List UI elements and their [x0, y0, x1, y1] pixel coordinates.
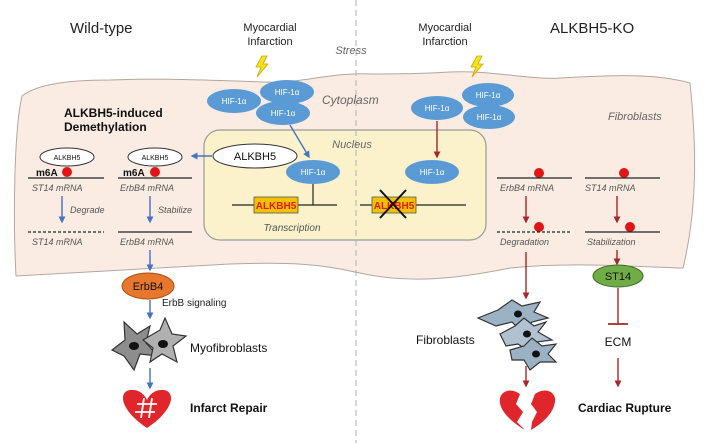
hif-ellipse [260, 80, 314, 104]
hif-nuclear-left [286, 160, 340, 184]
m6a-label: m6A [36, 168, 58, 179]
alkbh5-protein-oval [212, 143, 298, 169]
cytoplasm-label: Cytoplasm [322, 93, 379, 107]
knockout-cross-icon [379, 189, 407, 219]
cardiac-rupture-label: Cardiac Rupture [578, 401, 672, 415]
transcription-label: Transcription [263, 223, 320, 234]
myofibroblasts-label: Myofibroblasts [190, 341, 267, 355]
erbb-signaling-label: ErbB signaling [162, 298, 226, 309]
alkbh5-small-oval [39, 147, 95, 167]
st14-mrna-right-label: ST14 mRNA [585, 183, 636, 193]
st14-mrna-label: ST14 mRNA [32, 183, 83, 193]
hif-label: HIF-1α [222, 97, 247, 106]
alkbh5-gene-label-left: ALKBH5 [256, 201, 297, 212]
mi-label-right-line2: Infarction [422, 36, 467, 48]
m6a-dot [534, 168, 544, 178]
m6a-dot [62, 167, 72, 177]
m6a-dot [150, 167, 160, 177]
hif-label: HIF-1α [301, 168, 326, 177]
hif-label: HIF-1α [425, 104, 450, 113]
m6a-label: m6A [123, 168, 145, 179]
nucleus-label: Nucleus [332, 139, 372, 151]
alkbh5-gene-box-left [253, 196, 299, 214]
demethylation-title-line1: ALKBH5-induced [64, 106, 163, 120]
hif-ellipse [256, 101, 310, 125]
stabilization-label: Stabilization [587, 237, 636, 247]
repaired-heart-icon [122, 389, 172, 428]
alkbh5-ko-header: ALKBH5-KO [550, 20, 634, 37]
hif-label: HIF-1α [476, 91, 501, 100]
m6a-dot [619, 168, 629, 178]
wild-type-header: Wild-type [70, 20, 133, 37]
fibroblasts-cell-label: Fibroblasts [608, 111, 662, 123]
hif-ellipse [462, 83, 514, 107]
hif-ellipse [411, 96, 463, 120]
erbb4-mrna-after-label: ErbB4 mRNA [120, 237, 174, 247]
hif-cluster-right: HIF-1α HIF-1α HIF-1α [411, 83, 515, 129]
erbb4-mrna-right-label: ErbB4 mRNA [500, 183, 554, 193]
hif-label: HIF-1α [275, 88, 300, 97]
m6a-dot [534, 222, 544, 232]
hif-cluster-left: HIF-1α HIF-1α HIF-1α [207, 80, 314, 125]
arrow-hif-to-nucleus-left [289, 124, 310, 159]
erbb4-mrna-label: ErbB4 mRNA [120, 183, 174, 193]
lightning-bolt-icon [470, 55, 484, 78]
degradation-label: Degradation [500, 237, 549, 247]
alkbh5-small-label: ALKBH5 [54, 155, 81, 162]
myofibroblast-cells-icon [110, 316, 188, 372]
mi-label-left-line1: Myocardial [243, 22, 296, 34]
degrade-label: Degrade [70, 205, 105, 215]
erbb4-protein [121, 272, 175, 300]
infarct-repair-label: Infarct Repair [190, 401, 268, 415]
stabilize-label: Stabilize [158, 205, 192, 215]
alkbh5-small-oval [127, 147, 183, 167]
st14-mrna-after-label: ST14 mRNA [32, 237, 83, 247]
broken-heart-icon [499, 390, 556, 430]
m6a-dot [625, 222, 635, 232]
st14-protein-label: ST14 [605, 271, 631, 283]
ecm-label: ECM [605, 335, 632, 349]
hif-label: HIF-1α [271, 109, 296, 118]
demethylation-title-line2: Demethylation [64, 120, 147, 134]
fibroblasts-label: Fibroblasts [416, 333, 475, 347]
lightning-bolt-icon [255, 55, 269, 78]
hif-label: HIF-1α [477, 113, 502, 122]
mi-label-left-line2: Infarction [247, 36, 292, 48]
alkbh5-small-label: ALKBH5 [142, 155, 169, 162]
fibroblast-cells-icon [476, 299, 558, 371]
erbb4-protein-label: ErbB4 [133, 281, 164, 293]
hif-ellipse [463, 105, 515, 129]
alkbh5-protein-label: ALKBH5 [234, 151, 276, 163]
hif-label: HIF-1α [420, 168, 445, 177]
hif-ellipse [207, 89, 261, 113]
st14-protein [592, 264, 644, 288]
hif-nuclear-right [405, 160, 459, 184]
mi-label-right-line1: Myocardial [418, 22, 471, 34]
stress-label: Stress [335, 45, 367, 57]
